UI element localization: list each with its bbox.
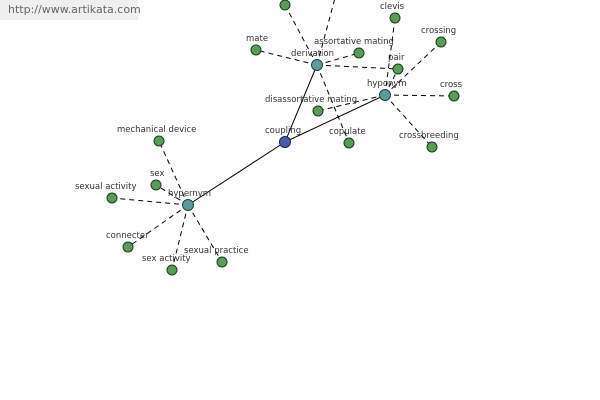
node-crossing[interactable] xyxy=(435,36,447,48)
labels-layer: coupling hypernym derivation hyponym mechani… xyxy=(75,2,463,264)
edge-coupling-derivation xyxy=(284,64,318,143)
edge-derivation-offscreen xyxy=(316,0,335,66)
label-crossing[interactable]: crossing xyxy=(421,26,456,36)
node-disassortative-mating[interactable] xyxy=(312,105,324,117)
label-crossbreeding[interactable]: crossbreeding xyxy=(399,131,459,141)
edge-hypernym-sexual_practice xyxy=(187,204,223,263)
label-cross[interactable]: cross xyxy=(440,80,463,90)
node-connecter[interactable] xyxy=(122,241,134,253)
edge-coupling-hyponym xyxy=(284,94,386,143)
edges-layer xyxy=(111,0,455,271)
node-derivation[interactable] xyxy=(311,59,323,71)
edge-hypernym-connecter xyxy=(127,204,189,248)
nodes-layer xyxy=(106,0,460,276)
node-mate[interactable] xyxy=(250,44,262,56)
edge-hypernym-sex xyxy=(155,184,189,206)
node-assortative-mating[interactable] xyxy=(353,47,365,59)
edge-derivation-mate xyxy=(255,49,318,66)
node-sexual-activity[interactable] xyxy=(106,192,118,204)
label-derivation[interactable]: derivation xyxy=(291,49,334,59)
node-sex[interactable] xyxy=(150,179,162,191)
node-hypernym[interactable] xyxy=(182,199,194,211)
edge-hyponym-cross xyxy=(384,94,455,97)
label-sex-activity[interactable]: sex activity xyxy=(142,254,191,264)
label-hyponym[interactable]: hyponym xyxy=(367,79,407,89)
label-mate[interactable]: mate xyxy=(246,34,268,44)
edge-hypernym-sex_activity xyxy=(171,204,189,271)
edge-derivation-top_left xyxy=(284,4,318,66)
node-sex-activity[interactable] xyxy=(166,264,178,276)
label-copulate[interactable]: copulate xyxy=(329,127,366,137)
edge-hyponym-crossing xyxy=(384,41,442,96)
node-coupling[interactable] xyxy=(279,136,291,148)
edge-hypernym-sexual_activity xyxy=(111,197,189,206)
node-clevis[interactable] xyxy=(389,12,401,24)
label-mechanical-device[interactable]: mechanical device xyxy=(117,125,196,135)
edge-derivation-assortative_mating xyxy=(316,52,360,66)
node-sexual-practice[interactable] xyxy=(216,256,228,268)
label-clevis[interactable]: clevis xyxy=(380,2,405,12)
node-hyponym[interactable] xyxy=(379,89,391,101)
edge-hyponym-crossbreeding xyxy=(384,94,433,148)
label-assortative-mating[interactable]: assortative mating xyxy=(314,37,394,47)
label-coupling[interactable]: coupling xyxy=(265,126,301,136)
label-sexual-practice[interactable]: sexual practice xyxy=(184,246,249,256)
edge-derivation-pair xyxy=(316,64,399,70)
node-mechanical-device[interactable] xyxy=(153,135,165,147)
label-disassortative-mating[interactable]: disassortative mating xyxy=(265,95,357,105)
edge-coupling-hypernym xyxy=(187,141,286,206)
node-top-left[interactable] xyxy=(279,0,291,11)
label-connecter[interactable]: connecter xyxy=(106,231,149,241)
node-pair[interactable] xyxy=(392,63,404,75)
edge-hypernym-mechanical_device xyxy=(158,140,189,206)
edge-hyponym-disassortative_mating xyxy=(317,94,386,112)
node-copulate[interactable] xyxy=(343,137,355,149)
label-sex[interactable]: sex xyxy=(150,169,165,179)
edge-hyponym-clevis xyxy=(384,17,396,96)
node-crossbreeding[interactable] xyxy=(426,141,438,153)
label-pair[interactable]: pair xyxy=(388,53,405,63)
label-sexual-activity[interactable]: sexual activity xyxy=(75,182,137,192)
site-watermark[interactable]: http://www.artikata.com xyxy=(0,0,141,20)
node-cross[interactable] xyxy=(448,90,460,102)
label-hypernym[interactable]: hypernym xyxy=(168,189,211,199)
